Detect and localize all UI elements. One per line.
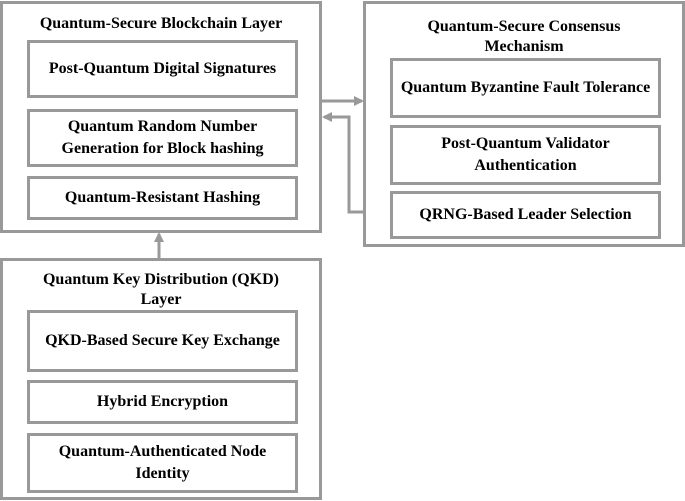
qkd-key-exchange-label: QKD-Based Secure Key Exchange [45,332,280,349]
qrng-block-hashing-box: Quantum Random Number Generation for Blo… [27,109,298,167]
qkd-layer-title: Quantum Key Distribution (QKD) Layer [42,271,279,308]
post-quantum-signatures-label: Post-Quantum Digital Signatures [48,60,277,77]
validator-authentication-label: Post-Quantum Validator Authentication [441,135,610,174]
blockchain-layer-title: Quantum-Secure Blockchain Layer [39,15,283,32]
consensus-mechanism-title: Quantum-Secure Consensus Mechanism [427,18,621,55]
qrng-block-hashing-label: Quantum Random Number Generation for Blo… [61,118,264,157]
hybrid-encryption-box: Hybrid Encryption [27,380,298,424]
qrng-leader-selection-label: QRNG-Based Leader Selection [419,206,632,223]
qkd-layer-box: Quantum Key Distribution (QKD) Layer QKD… [0,258,322,500]
quantum-bft-box: Quantum Byzantine Fault Tolerance [390,58,661,118]
blockchain-layer-box: Quantum-Secure Blockchain Layer Post-Qua… [0,1,322,233]
qrng-leader-selection-box: QRNG-Based Leader Selection [390,191,661,239]
node-identity-label: Quantum-Authenticated Node Identity [58,443,267,482]
post-quantum-signatures-box: Post-Quantum Digital Signatures [27,40,298,98]
node-identity-box: Quantum-Authenticated Node Identity [27,433,298,493]
quantum-resistant-hashing-label: Quantum-Resistant Hashing [64,189,261,206]
validator-authentication-box: Post-Quantum Validator Authentication [390,125,661,185]
quantum-bft-label: Quantum Byzantine Fault Tolerance [400,79,651,96]
consensus-mechanism-box: Quantum-Secure Consensus Mechanism Quant… [363,1,685,247]
qkd-key-exchange-box: QKD-Based Secure Key Exchange [27,310,298,372]
hybrid-encryption-label: Hybrid Encryption [96,393,229,410]
quantum-resistant-hashing-box: Quantum-Resistant Hashing [27,176,298,220]
